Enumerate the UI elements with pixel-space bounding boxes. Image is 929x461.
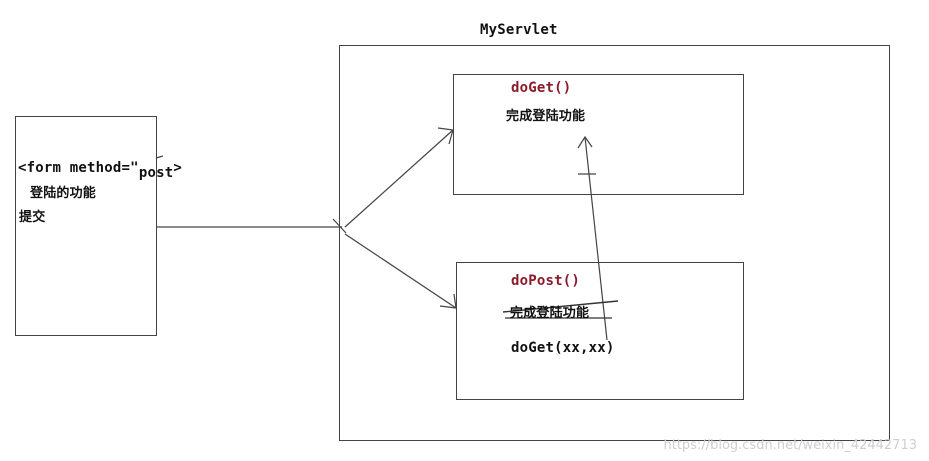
form-tag-text: <form method="post> bbox=[18, 160, 182, 181]
doget-method-label: doGet() bbox=[511, 80, 572, 96]
dopost-method-label: doPost() bbox=[511, 273, 581, 289]
dopost-call-doget: doGet(xx,xx) bbox=[511, 340, 615, 356]
branch-to-doget-line bbox=[344, 129, 454, 228]
form-box bbox=[15, 116, 157, 336]
upward-arrowhead bbox=[577, 135, 593, 149]
servlet-title: MyServlet bbox=[480, 22, 558, 38]
doget-box bbox=[453, 74, 744, 195]
branch-to-dopost-line bbox=[344, 233, 457, 309]
dopost-box bbox=[456, 262, 744, 400]
form-method-value: post bbox=[138, 165, 174, 181]
post-mark bbox=[155, 155, 164, 159]
servlet-box bbox=[339, 45, 890, 441]
form-submit-label: 提交 bbox=[19, 210, 46, 225]
dopost-struck-description: 完成登陆功能 bbox=[510, 306, 590, 321]
form-function-label: 登陆的功能 bbox=[30, 186, 97, 201]
doget-description: 完成登陆功能 bbox=[506, 109, 586, 124]
strike-line bbox=[502, 300, 619, 313]
form-tag-prefix: <form method=" bbox=[18, 160, 139, 176]
dopost-to-doget-line bbox=[584, 136, 608, 341]
form-tag-suffix: > bbox=[173, 160, 182, 176]
watermark-url: https://blog.csdn.net/weixin_42442713 bbox=[663, 438, 917, 453]
